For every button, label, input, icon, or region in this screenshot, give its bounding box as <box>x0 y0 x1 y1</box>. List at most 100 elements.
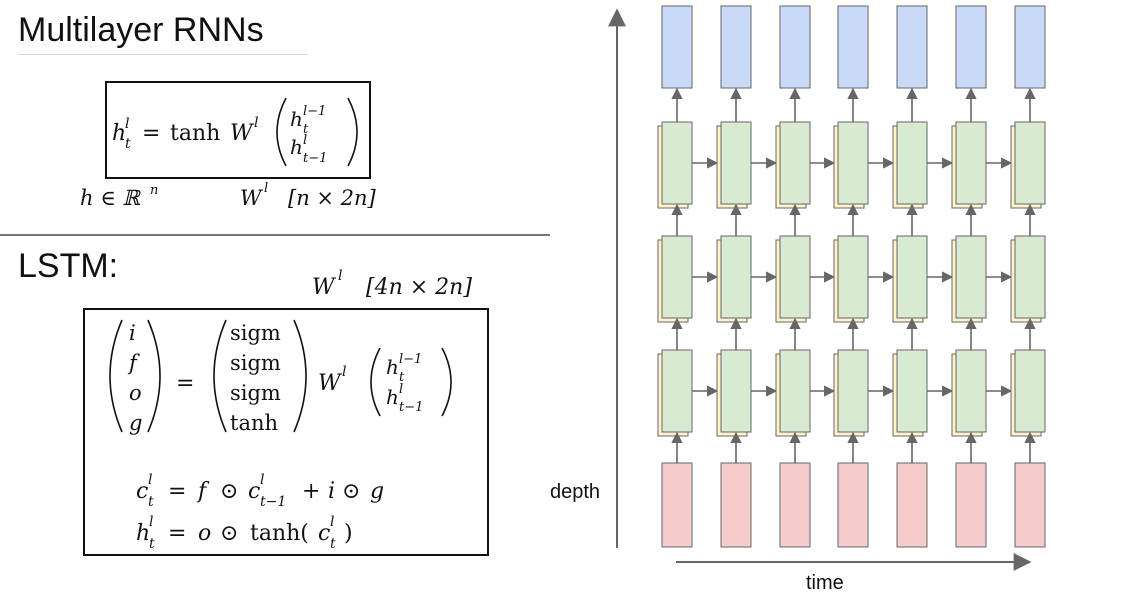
lstm-gate-f: f <box>127 351 140 375</box>
output-unit <box>955 5 987 89</box>
input-unit <box>955 462 987 548</box>
rnn-dim-W: W <box>240 186 264 210</box>
rnn-vec-top-sub: t <box>303 122 309 137</box>
output-unit <box>896 5 928 89</box>
rnn-vec-bot-sub: t−1 <box>303 151 327 166</box>
lstm-act-2: sigm <box>230 351 281 375</box>
input-unit <box>1014 462 1046 548</box>
svg-text:=: = <box>168 521 186 546</box>
rnn-dim-h-sup: n <box>150 183 158 198</box>
rnn-title: Multilayer RNNs <box>18 11 264 49</box>
svg-text:⊙: ⊙ <box>342 479 360 504</box>
hidden-unit <box>720 121 752 205</box>
svg-text:): ) <box>344 521 353 546</box>
rnn-eq: = <box>142 121 160 146</box>
rnn-lhs-sub: t <box>125 136 131 152</box>
rnn-vec-left-paren <box>276 97 287 167</box>
lstm-dim-W: W <box>312 275 337 300</box>
hidden-unit <box>955 121 987 205</box>
svg-text:o: o <box>198 521 211 546</box>
hidden-unit <box>896 349 928 433</box>
svg-text:c: c <box>318 521 330 546</box>
lstm-gate-g: g <box>129 411 142 435</box>
input-unit <box>661 462 693 548</box>
hidden-unit <box>837 235 869 319</box>
rnn-vec-top: h <box>290 107 303 131</box>
hidden-unit <box>661 235 693 319</box>
rnn-dim-W-sup: l <box>264 181 268 196</box>
lstm-gates-right-paren <box>147 319 161 433</box>
lstm-cell-equation: c l t = f ⊙ c l t−1 + i ⊙ g <box>136 472 384 510</box>
hidden-unit <box>837 121 869 205</box>
lstm-vec-top-sup: l−1 <box>399 352 422 367</box>
lstm-dim-W-size: [4n × 2n] <box>366 275 472 300</box>
rnn-vec-top-sup: l−1 <box>303 104 326 119</box>
output-unit <box>661 5 693 89</box>
svg-text:⊙: ⊙ <box>220 521 238 546</box>
rnn-vec-bot: h <box>290 135 303 159</box>
lstm-vec-top: h <box>386 355 399 379</box>
svg-text:c: c <box>136 479 148 504</box>
svg-text:l: l <box>330 514 334 530</box>
time-label: time <box>806 572 844 594</box>
input-unit <box>779 462 811 548</box>
rnn-dim-W-size: [n × 2n] <box>288 186 377 210</box>
output-unit <box>837 5 869 89</box>
lstm-gates-left-paren <box>109 319 123 433</box>
lstm-vec-bot-sub: t−1 <box>399 400 423 415</box>
output-unit <box>720 5 752 89</box>
lstm-act-3: sigm <box>230 381 281 405</box>
rnn-title-underline <box>18 54 308 55</box>
rnn-tanh: tanh <box>170 121 220 146</box>
lstm-acts-right-paren <box>293 319 307 433</box>
hidden-unit <box>1014 121 1046 205</box>
hidden-unit <box>720 349 752 433</box>
rnn-formula-box <box>105 81 371 179</box>
svg-text:t−1: t−1 <box>260 494 286 510</box>
rnn-diagram: depth time <box>550 5 1046 594</box>
svg-text:f: f <box>196 479 210 504</box>
hidden-unit <box>779 235 811 319</box>
lstm-acts-left-paren <box>213 319 227 433</box>
svg-text:=: = <box>168 479 186 504</box>
hidden-unit <box>837 349 869 433</box>
hidden-unit <box>1014 349 1046 433</box>
lstm-formula-box <box>83 308 489 556</box>
rnn-vec-right-paren <box>347 97 358 167</box>
lstm-title: LSTM: <box>18 247 119 285</box>
svg-text:i: i <box>328 479 335 504</box>
lstm-vec-bot-sup: l <box>399 382 403 397</box>
lstm-act-1: sigm <box>230 321 281 345</box>
svg-text:⊙: ⊙ <box>220 479 238 504</box>
svg-text:h: h <box>136 521 150 546</box>
lstm-vec-top-sub: t <box>399 370 405 385</box>
rnn-formula: h l t = tanh W l h l−1 t h l t−1 h ∈ ℝ n… <box>80 81 377 210</box>
hidden-unit <box>1014 235 1046 319</box>
svg-text:+: + <box>302 479 320 504</box>
input-unit <box>896 462 928 548</box>
section-divider <box>0 234 550 236</box>
depth-label: depth <box>550 481 600 503</box>
hidden-unit <box>955 235 987 319</box>
svg-text:t: t <box>149 536 155 552</box>
rnn-W-sup: l <box>254 115 258 131</box>
hidden-unit <box>955 349 987 433</box>
hidden-unit <box>661 349 693 433</box>
rnn-lhs-sup: l <box>125 116 129 132</box>
svg-text:c: c <box>248 479 260 504</box>
lstm-vec-right-paren <box>441 347 452 417</box>
lstm-gate-i: i <box>129 321 136 345</box>
lstm-act-4: tanh <box>230 411 278 435</box>
lstm-formula: W l [4n × 2n] i f o g = sigm sigm sigm t… <box>83 268 489 556</box>
input-unit <box>720 462 752 548</box>
lstm-gate-o: o <box>129 381 142 405</box>
svg-text:l: l <box>149 514 153 530</box>
rnn-W: W <box>230 121 255 146</box>
svg-text:l: l <box>260 472 264 488</box>
hidden-unit <box>720 235 752 319</box>
lstm-eq: = <box>176 371 194 396</box>
hidden-unit <box>779 121 811 205</box>
hidden-unit <box>896 235 928 319</box>
hidden-unit <box>779 349 811 433</box>
output-unit <box>1014 5 1046 89</box>
